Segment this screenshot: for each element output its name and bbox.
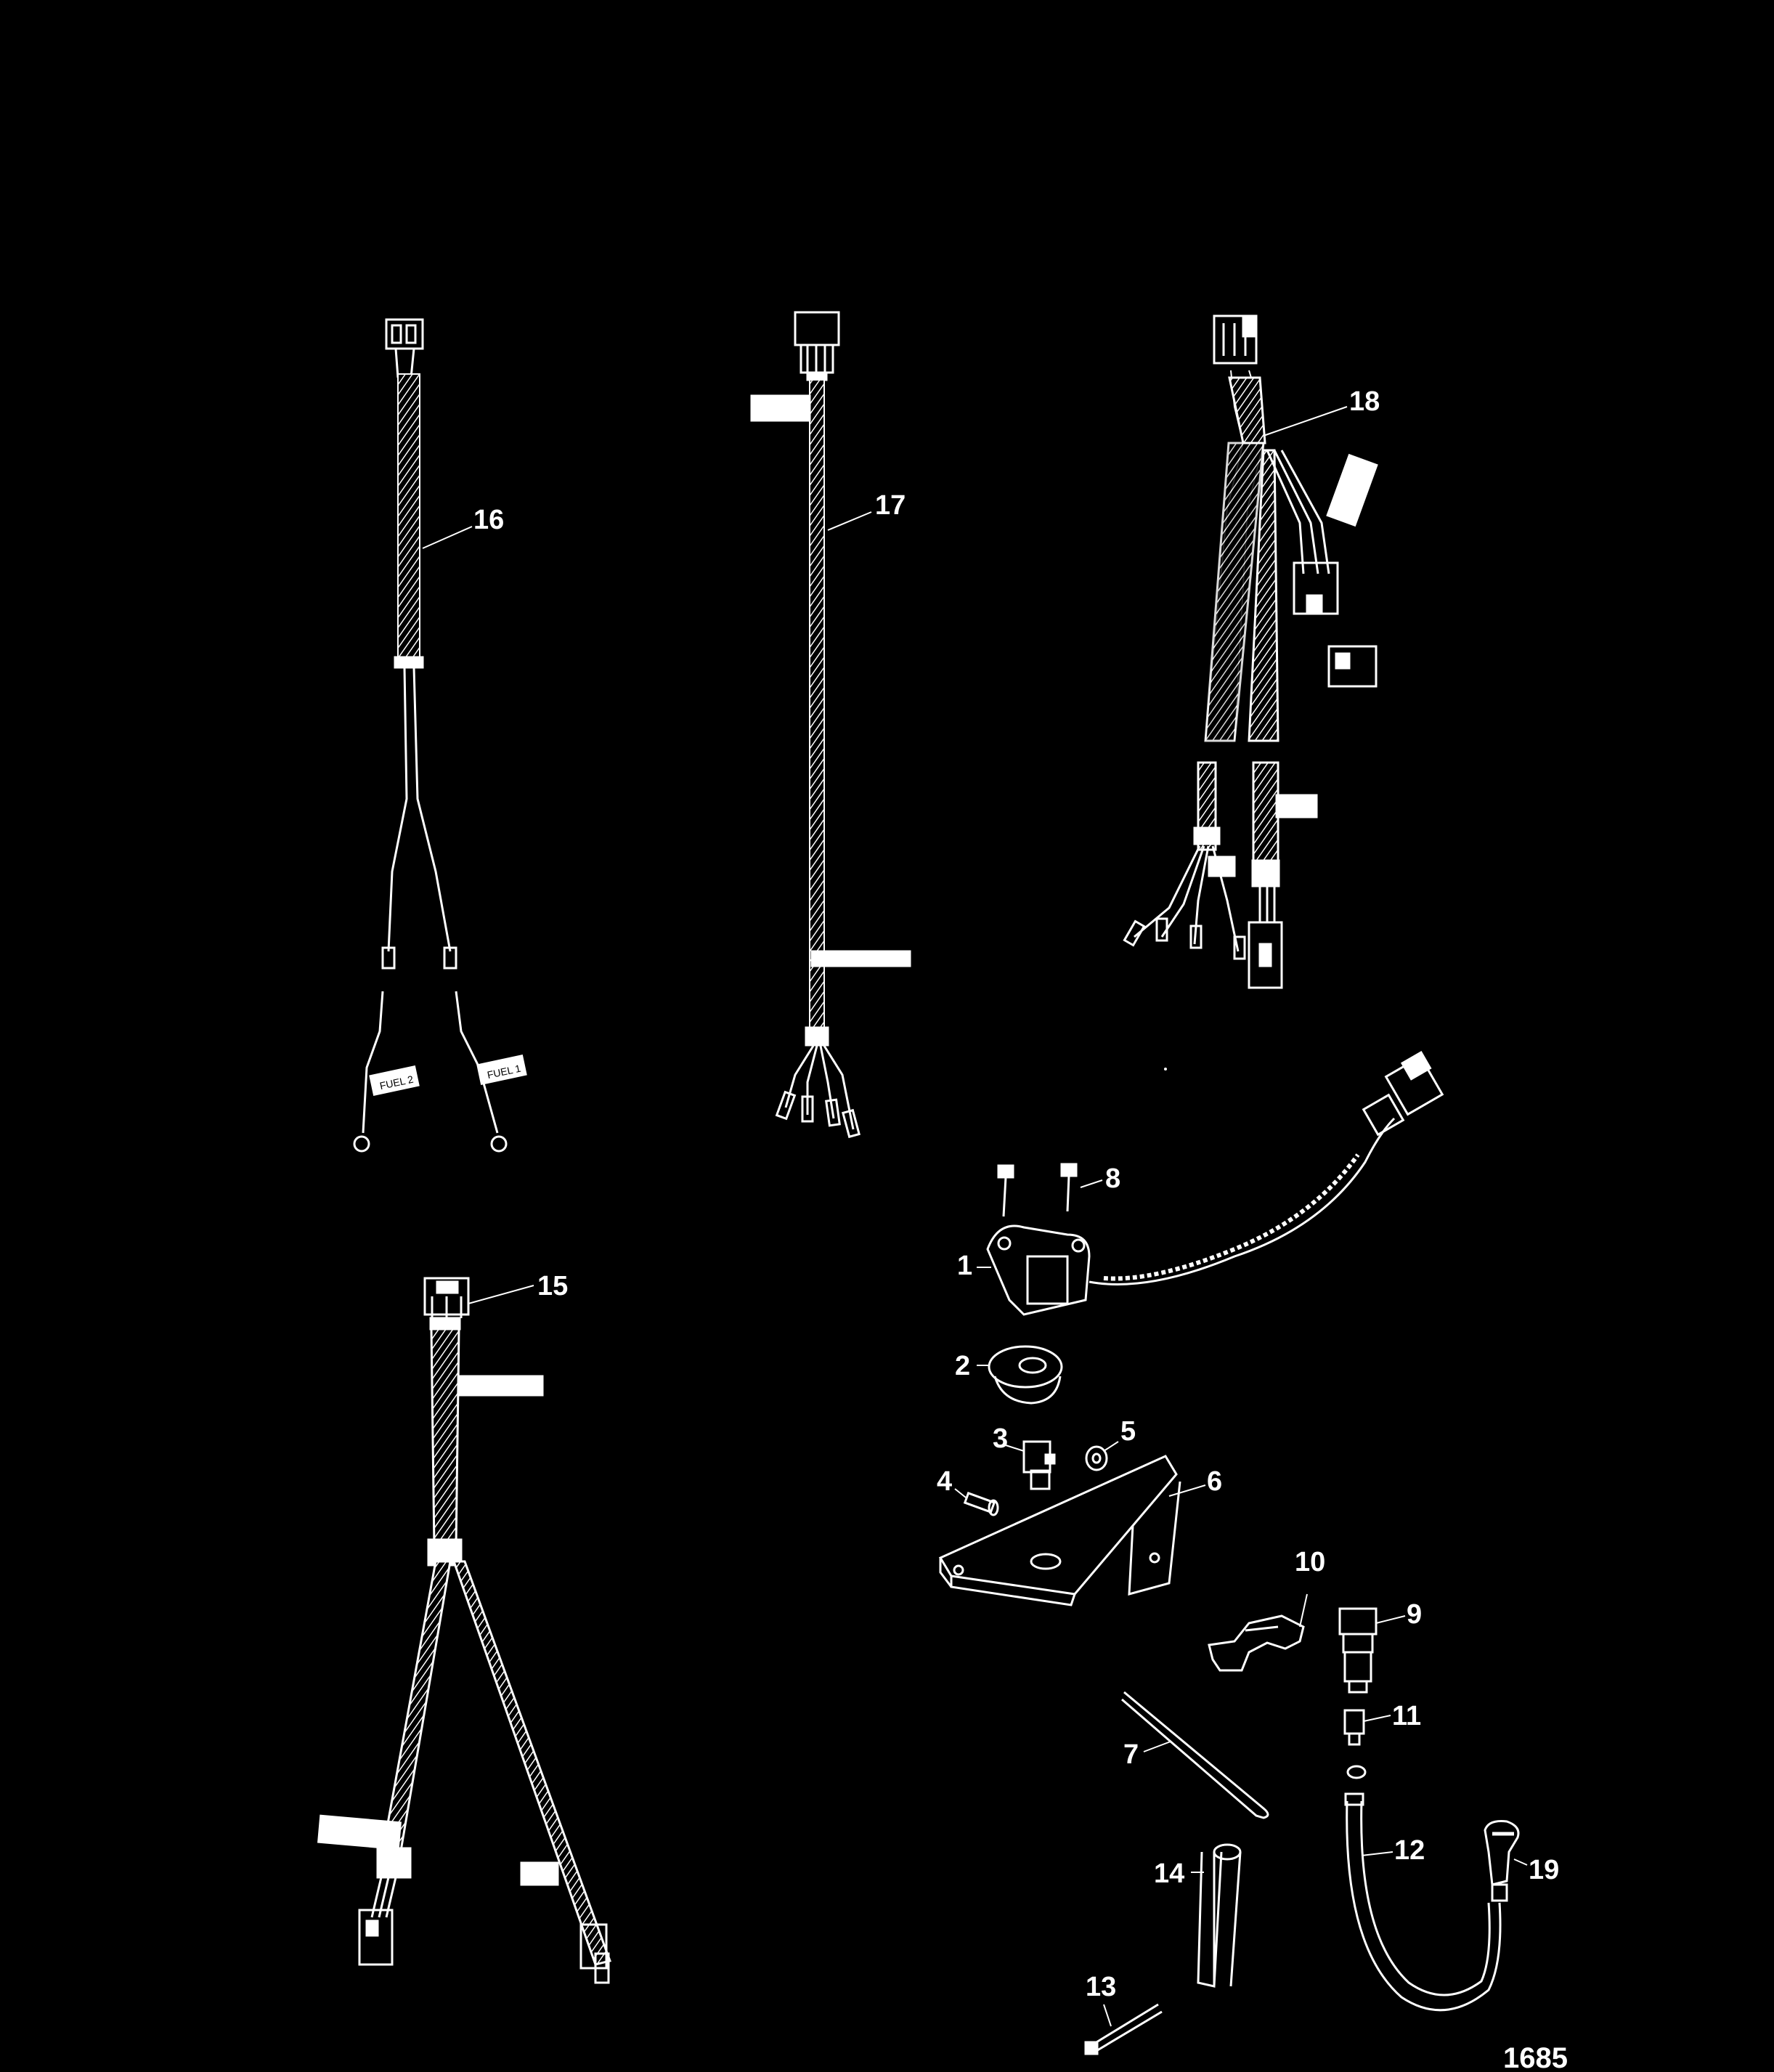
- part-9-sender: [1338, 1607, 1406, 1694]
- callout-8: 8: [1105, 1163, 1120, 1194]
- harness-17: [750, 311, 911, 1139]
- callout-18: 18: [1349, 386, 1380, 417]
- part-4-pin: [954, 1488, 999, 1516]
- part-6-bracket: [938, 1455, 1206, 1606]
- callout-14: 14: [1154, 1858, 1184, 1889]
- harness-18: [1123, 314, 1378, 989]
- callout-5: 5: [1120, 1416, 1136, 1447]
- callout-12: 12: [1394, 1835, 1425, 1866]
- part-11-fitting: [1343, 1709, 1391, 1779]
- part-3: [1005, 1440, 1056, 1490]
- callout-10: 10: [1295, 1547, 1325, 1577]
- callout-1: 1: [957, 1251, 972, 1281]
- part-10-clip: [1208, 1593, 1308, 1672]
- callout-9: 9: [1407, 1599, 1422, 1630]
- part-12-hose: [1344, 1792, 1502, 2012]
- callout-7: 7: [1123, 1739, 1139, 1770]
- sensor-assembly: [977, 1051, 1444, 1316]
- harness-16: FUEL 2 FUEL 1: [353, 318, 527, 1153]
- harness-15: [317, 1277, 611, 1984]
- part-5-washer: [1085, 1441, 1119, 1471]
- part-14-sleeve: [1191, 1843, 1242, 1988]
- callout-15: 15: [537, 1271, 568, 1301]
- callout-13: 13: [1086, 1972, 1116, 2002]
- callout-4: 4: [937, 1466, 952, 1497]
- part-19-connector: [1484, 1820, 1528, 1902]
- part-7-rod: [1121, 1691, 1269, 1819]
- callout-16: 16: [473, 505, 504, 535]
- callout-17: 17: [875, 490, 906, 521]
- callout-3: 3: [993, 1423, 1008, 1454]
- stray-dot: [1164, 1068, 1167, 1070]
- part-13-cable-tie: [1084, 2003, 1163, 2055]
- callout-11: 11: [1392, 1701, 1421, 1731]
- figure-number: 1685: [1503, 2042, 1568, 2072]
- callout-19: 19: [1529, 1855, 1559, 1885]
- callout-2: 2: [955, 1351, 970, 1381]
- callout-6: 6: [1207, 1466, 1222, 1497]
- part-2-plate: [977, 1345, 1063, 1405]
